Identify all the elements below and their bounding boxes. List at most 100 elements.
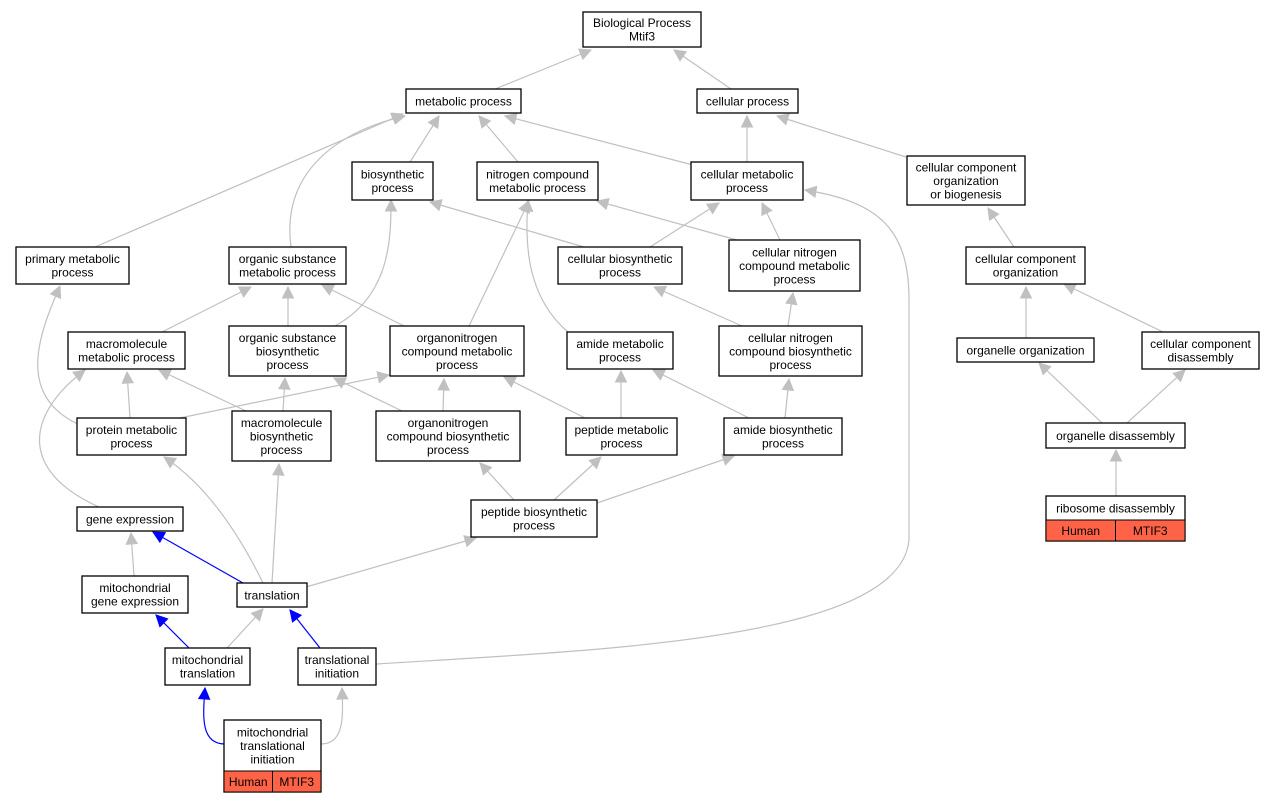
arrowhead bbox=[332, 377, 348, 389]
edge-organelle-organization-to-cc-organization bbox=[1019, 285, 1033, 338]
term-label-line: metabolic process bbox=[489, 181, 586, 195]
edge-organelle-disassembly-to-organelle-organization bbox=[1038, 362, 1103, 424]
edge-protein-metabolic-to-primary-metabolic bbox=[37, 284, 81, 426]
edge-cellular-nitrogen-biosynthetic-to-cellular-nitrogen-compound-metabolic bbox=[785, 291, 798, 327]
term-label-line: protein metabolic bbox=[86, 423, 177, 437]
edge-organelle-disassembly-to-cc-disassembly bbox=[1126, 369, 1186, 424]
arrowhead bbox=[651, 369, 667, 381]
arrowhead bbox=[155, 614, 169, 628]
edge-line bbox=[158, 369, 247, 412]
edge-line bbox=[161, 286, 252, 333]
term-label-line: cellular biosynthetic bbox=[568, 252, 673, 266]
term-label-line: process bbox=[110, 437, 152, 451]
go-term-organelle-organization[interactable]: organelle organization bbox=[956, 337, 1095, 363]
term-label-line: amide metabolic bbox=[576, 337, 663, 351]
edge-translation-to-macromolecule-biosynthetic bbox=[271, 462, 285, 584]
edge-line bbox=[503, 376, 586, 419]
arrowhead bbox=[1109, 448, 1123, 462]
gene-cell bbox=[1115, 519, 1186, 542]
term-label-line: macromolecule bbox=[86, 337, 168, 351]
edge-peptide-biosynthetic-to-organonitrogen-biosynthetic bbox=[479, 462, 515, 501]
term-box bbox=[405, 88, 522, 114]
go-term-cellular[interactable]: cellular process bbox=[696, 88, 799, 114]
term-label-line: process bbox=[260, 443, 302, 457]
arrowhead bbox=[1019, 285, 1033, 299]
edge-protein-metabolic-to-organonitrogen-metabolic bbox=[169, 371, 391, 421]
go-term-gene-expression[interactable]: gene expression bbox=[76, 506, 184, 532]
term-label-line: Mtif3 bbox=[629, 30, 655, 44]
edge-layer bbox=[37, 48, 1186, 745]
go-term-mito-translational-initiation[interactable]: mitochondrialtranslationalinitiationHuma… bbox=[223, 719, 322, 793]
arrowhead bbox=[1172, 369, 1186, 383]
term-label-line: process bbox=[51, 266, 93, 280]
go-term-organelle-disassembly[interactable]: organelle disassembly bbox=[1045, 422, 1186, 449]
term-label-line: translational bbox=[305, 653, 370, 667]
term-label-line: nitrogen compound bbox=[486, 168, 589, 182]
term-label-line: organic substance bbox=[239, 252, 337, 266]
edge-line bbox=[468, 200, 530, 327]
arrowhead bbox=[197, 686, 211, 700]
go-term-translation[interactable]: translation bbox=[236, 582, 308, 608]
arrowhead bbox=[595, 198, 610, 211]
arrowhead bbox=[775, 113, 790, 126]
edge-line bbox=[375, 189, 910, 665]
term-label-line: process bbox=[427, 443, 469, 457]
term-box bbox=[906, 155, 1026, 206]
edge-line bbox=[1063, 283, 1164, 333]
term-label-line: process bbox=[773, 272, 815, 286]
term-box bbox=[81, 575, 189, 614]
go-term-metabolic[interactable]: metabolic process bbox=[405, 88, 522, 114]
edge-line bbox=[776, 115, 907, 158]
term-label-line: compound metabolic bbox=[402, 344, 513, 358]
edge-translation-to-protein-metabolic bbox=[163, 456, 264, 584]
term-label-line: cellular component bbox=[916, 160, 1017, 174]
term-label-line: biosynthetic bbox=[361, 168, 424, 182]
edge-organonitrogen-biosynthetic-to-organic-substance-biosynthetic bbox=[332, 377, 403, 412]
arrowhead bbox=[803, 185, 818, 199]
term-label-line: process bbox=[436, 358, 478, 372]
arrowhead bbox=[320, 284, 336, 296]
arrowhead bbox=[376, 371, 391, 384]
term-label-line: or biogenesis bbox=[930, 187, 1001, 201]
term-label-line: mitochondrial bbox=[237, 725, 308, 739]
gene-label: MTIF3 bbox=[1133, 524, 1168, 538]
term-label-line: metabolic process bbox=[78, 351, 175, 365]
edge-line bbox=[321, 284, 405, 327]
arrowhead bbox=[652, 285, 668, 298]
term-label-line: organization bbox=[993, 266, 1058, 280]
arrowhead bbox=[503, 376, 518, 388]
edge-nitrogen-compound-metabolic-to-metabolic bbox=[478, 115, 519, 163]
edge-line bbox=[169, 374, 390, 421]
edge-line bbox=[152, 531, 244, 584]
term-box bbox=[228, 246, 347, 285]
arrowhead bbox=[577, 48, 593, 61]
term-label-line: process bbox=[762, 437, 804, 451]
